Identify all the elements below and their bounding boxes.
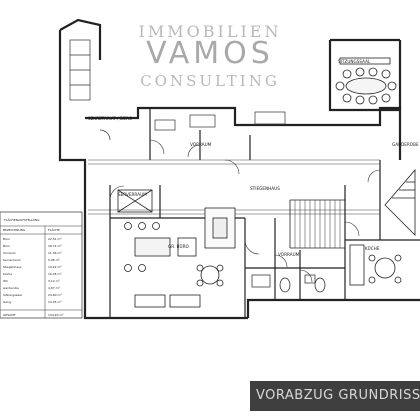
area-table-rows: Büro 22,51 m² Büro 18,74 m² Vorraum 11,36 m² S… bbox=[3, 237, 62, 304]
area-table-row-area: 5,98 m² bbox=[48, 258, 61, 262]
area-table-row-area: 19,22 m² bbox=[48, 265, 62, 269]
door-swings bbox=[109, 139, 381, 283]
area-table-row-area: 18,74 m² bbox=[48, 244, 62, 248]
area-table-row-name: Büro bbox=[3, 237, 10, 241]
stair-block bbox=[204, 199, 345, 249]
area-table-row-area: 24,60 m² bbox=[48, 293, 62, 297]
area-table-row-name: Sitzungssaal bbox=[3, 293, 22, 297]
interior-walls bbox=[109, 108, 420, 318]
area-table-header-area: FLÄCHE bbox=[48, 227, 60, 232]
room-label-buero-main: GR. BÜRO bbox=[168, 244, 190, 249]
room-label-vorraum-wc: VORRAUM bbox=[278, 252, 300, 257]
area-table-row-area: 14,05 m² bbox=[48, 300, 62, 304]
top-left-details bbox=[69, 39, 286, 141]
area-table-row-name: WC bbox=[3, 279, 8, 283]
diagonal-stair bbox=[384, 168, 416, 236]
draft-banner: VORABZUG GRUNDRISS bbox=[250, 381, 420, 411]
conference-table bbox=[335, 57, 397, 105]
area-table-header-name: BEZEICHNUNG bbox=[3, 228, 26, 232]
area-table-row-area: 3,12 m² bbox=[48, 279, 61, 283]
office-furniture bbox=[117, 189, 224, 308]
room-label-vorraum: VORRAUM bbox=[190, 142, 212, 147]
room-label-serverraum: SERVERRAUM bbox=[118, 192, 147, 197]
area-table-row-name: Stiegenhaus bbox=[3, 265, 22, 269]
room-label-kueche: KÜCHE bbox=[365, 246, 380, 251]
wc-fixtures bbox=[251, 274, 326, 293]
room-label-sitzungssaal: SITZUNGSSAAL bbox=[338, 59, 371, 64]
outer-walls bbox=[58, 18, 420, 320]
area-table-row-area: 11,36 m² bbox=[48, 251, 62, 255]
kitchen-table bbox=[349, 244, 402, 286]
area-table-row-name: Gang bbox=[3, 300, 11, 304]
area-table-row-area: 22,51 m² bbox=[48, 237, 62, 241]
area-table-row-name: Garderobe bbox=[3, 286, 19, 290]
stair-treads bbox=[294, 200, 341, 248]
area-table-row-name: Küche bbox=[3, 272, 12, 276]
area-table-row-name: Büro bbox=[3, 244, 10, 248]
area-table-row-area: 4,87 m² bbox=[48, 286, 61, 290]
area-table-total-label: GESAMT bbox=[3, 313, 16, 317]
room-label-garderobe: GARDEROBE bbox=[392, 142, 419, 147]
area-table-row-name: Vorraum bbox=[3, 251, 16, 255]
area-table-total-value: 134,90 m² bbox=[48, 313, 64, 317]
room-label-buero-top: SEKRETARIAT / BÜRO bbox=[88, 116, 133, 121]
area-table-row-area: 10,45 m² bbox=[48, 272, 62, 276]
room-label-stiegenhaus: STIEGENHAUS bbox=[250, 186, 280, 191]
area-table-title: FLÄCHENAUFSTELLUNG bbox=[4, 217, 40, 222]
wall-hatching bbox=[88, 159, 380, 215]
area-table-row-name: Serverraum bbox=[3, 258, 21, 262]
area-table: FLÄCHENAUFSTELLUNG BEZEICHNUNG FLÄCHE Bü… bbox=[0, 211, 83, 319]
